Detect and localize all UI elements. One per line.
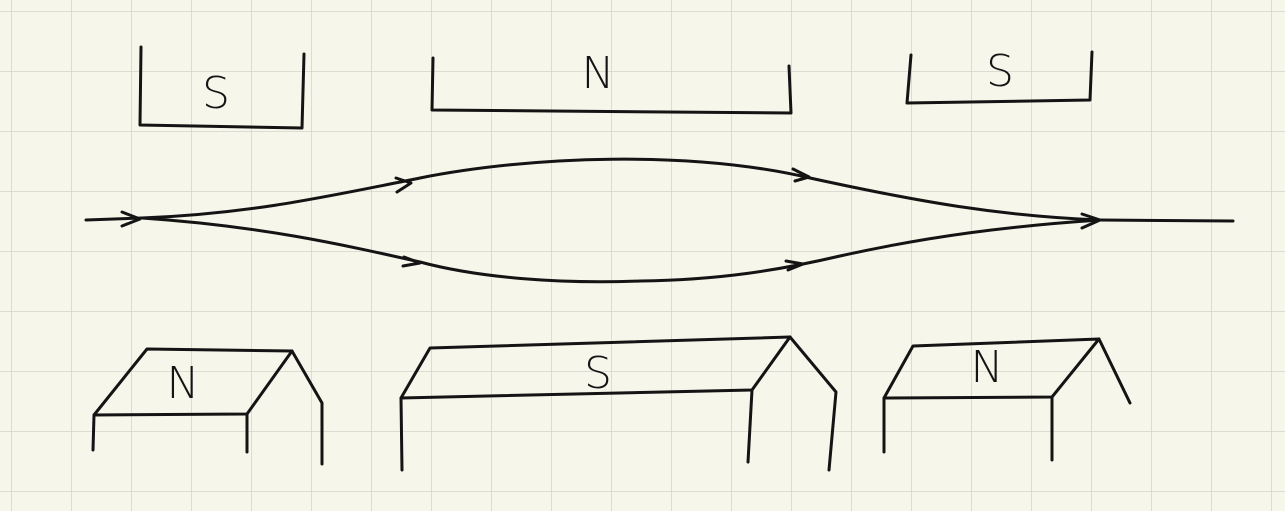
- field-line-incoming: [84, 216, 144, 222]
- bottom-magnet-center-label: S: [584, 348, 612, 399]
- field-line-lower: [140, 216, 1102, 284]
- field-line-outgoing: [1098, 218, 1235, 223]
- bottom-magnet-right-label: N: [971, 342, 1004, 393]
- field-lines: [84, 157, 1235, 284]
- top-magnet-center-label: N: [582, 48, 615, 99]
- top-magnet-left: S: [138, 45, 306, 130]
- arrow-upper-right: [791, 167, 811, 183]
- bottom-magnet-center: S: [399, 335, 838, 472]
- top-magnet-right: S: [905, 46, 1094, 105]
- bottom-magnet-right: N: [882, 337, 1132, 462]
- bottom-magnet-left: N: [91, 347, 324, 466]
- arrow-outgoing: [1080, 212, 1102, 230]
- arrow-lower-left: [401, 255, 422, 268]
- arrow-upper-left: [394, 176, 413, 194]
- bottom-magnet-left-label: N: [167, 358, 200, 409]
- top-magnet-center: N: [430, 48, 793, 115]
- top-magnet-left-label: S: [202, 68, 230, 119]
- field-line-upper: [140, 157, 1102, 222]
- arrow-lower-right: [784, 259, 805, 272]
- arrow-incoming: [120, 210, 142, 228]
- top-magnet-right-label: S: [986, 46, 1014, 97]
